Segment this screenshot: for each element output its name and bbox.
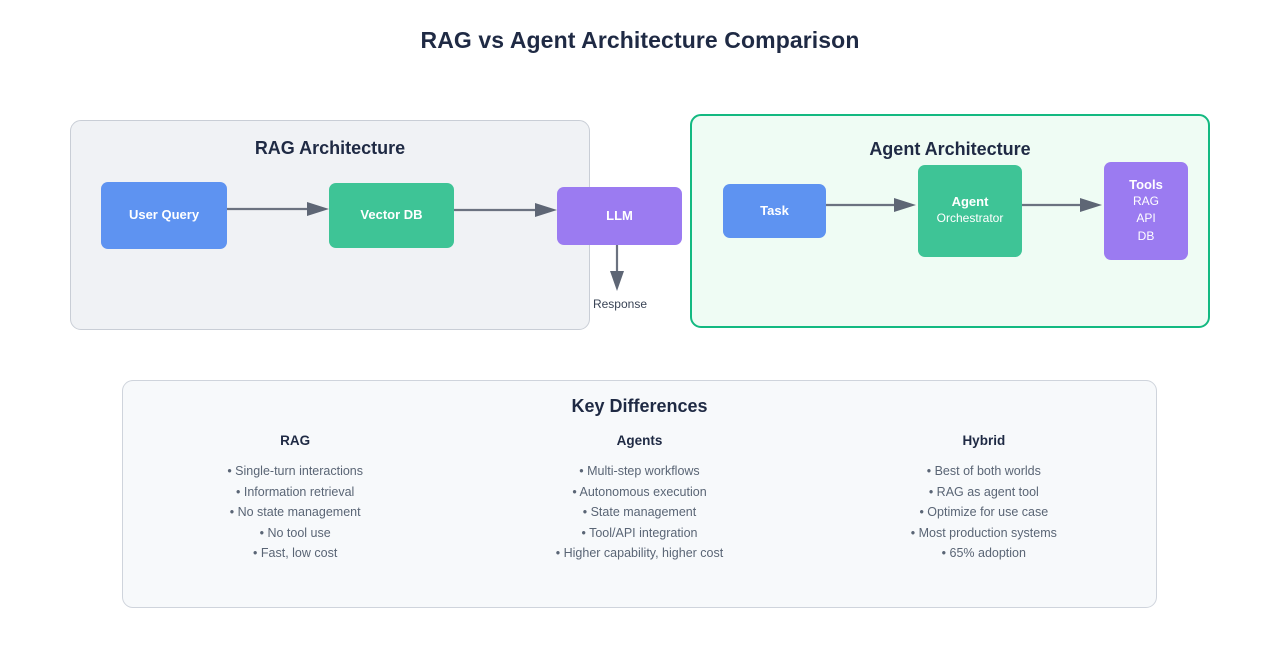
node-llm-label: LLM [606,207,633,223]
list-item: • No state management [229,505,361,519]
key-differences-columns: RAG • Single-turn interactions • Informa… [123,433,1156,564]
node-tools-item-db: DB [1137,228,1155,243]
node-tools-label: Tools [1129,176,1163,192]
node-agent[interactable]: Agent Orchestrator [918,165,1022,257]
list-item: • Multi-step workflows [579,464,700,478]
list-item: • Most production systems [910,525,1057,540]
node-task-label: Task [760,202,789,218]
agent-panel-title: Agent Architecture [869,139,1031,159]
rag-panel-title: RAG Architecture [254,138,406,158]
node-tools-item-api: API [1136,211,1156,226]
arrow-task-to-agent [826,198,916,212]
diff-column-hybrid: Hybrid • Best of both worlds • RAG as ag… [812,433,1156,564]
list-item: • Information retrieval [236,484,355,499]
node-user-query-label: User Query [128,207,200,223]
node-vector-db-label: Vector DB [360,207,423,223]
list-item: • Higher capability, higher cost [555,546,724,560]
list-item: • RAG as agent tool [928,484,1039,499]
list-item: • Best of both worlds [926,464,1041,478]
node-user-query[interactable]: User Query [101,182,227,249]
key-differences-title: Key Differences [571,396,708,416]
list-item: • No tool use [259,525,331,540]
list-item: • Fast, low cost [253,546,338,560]
node-tools[interactable]: Tools RAG API DB [1104,162,1188,260]
diff-column-rag-list: • Single-turn interactions • Information… [123,461,467,564]
diff-column-hybrid-title: Hybrid [962,433,1006,448]
list-item: • 65% adoption [941,546,1026,560]
arrow-vector-db-to-llm [454,203,557,217]
diff-column-hybrid-list: • Best of both worlds • RAG as agent too… [812,461,1156,564]
arrow-agent-to-tools [1022,198,1102,212]
list-item: • Tool/API integration [581,525,698,540]
diff-column-rag: RAG • Single-turn interactions • Informa… [123,433,467,564]
page-title: RAG vs Agent Architecture Comparison [420,27,860,53]
node-agent-sublabel: Orchestrator [936,211,1004,226]
diff-column-agents-list: • Multi-step workflows • Autonomous exec… [467,461,811,564]
node-tools-item-rag: RAG [1132,194,1159,209]
rag-response-label: Response [592,297,648,311]
diff-column-rag-title: RAG [280,433,311,448]
diff-column-agents-title: Agents [616,433,663,448]
list-item: • Optimize for use case [919,505,1049,519]
node-task[interactable]: Task [723,184,826,238]
diff-column-agents: Agents • Multi-step workflows • Autonomo… [467,433,811,564]
node-agent-label: Agent [951,194,989,210]
arrow-user-query-to-vector-db [227,202,329,216]
arrow-llm-to-response [610,245,624,291]
list-item: • Autonomous execution [572,484,707,499]
list-item: • Single-turn interactions [227,464,364,478]
key-differences-panel: Key Differences RAG • Single-turn intera… [122,380,1157,608]
node-vector-db[interactable]: Vector DB [329,183,454,248]
node-llm[interactable]: LLM [557,187,682,245]
list-item: • State management [582,505,697,519]
